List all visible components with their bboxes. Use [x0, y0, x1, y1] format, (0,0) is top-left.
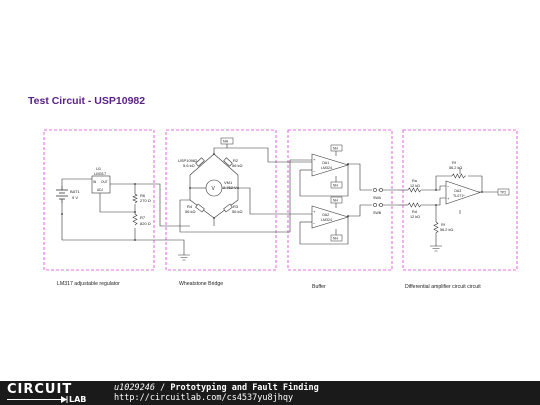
r2-name: R2: [233, 158, 239, 163]
oa2-vcc-tag: [330, 196, 343, 204]
oa1-vee-tag: [330, 181, 343, 189]
oa2-name: OA2: [322, 213, 329, 217]
oa3-part: TL071*: [453, 194, 465, 198]
rg-value: 56.2 kΩ: [440, 228, 453, 232]
r2-resistor: [223, 157, 233, 167]
oa2-minus: −: [313, 221, 316, 226]
oa2-vcc-label: NH: [333, 199, 338, 203]
output-tag: [497, 188, 510, 196]
vm1-glyph: V: [212, 186, 216, 192]
vm1-symbol: [205, 179, 223, 197]
vm1-name: VM1: [224, 180, 233, 185]
ra-value: 12 kΩ: [410, 184, 420, 188]
oa1-part: LM324: [321, 166, 332, 170]
u1-pin-in: IN: [93, 180, 97, 184]
usp-value: 5.6 kΩ: [183, 163, 195, 168]
block-diffamp-box: [402, 129, 518, 271]
r3-value: 56 kΩ: [232, 209, 243, 214]
oa1-name: OA1: [322, 161, 329, 165]
r7-value: 820 Ω: [140, 221, 151, 226]
oa2-body: [311, 205, 350, 229]
swb-contact-b: [379, 203, 383, 207]
block-regulator-box: [43, 129, 155, 271]
ra-symbol: [407, 187, 424, 193]
rf-symbol: [451, 173, 466, 179]
rd-value: 12 kΩ: [410, 215, 420, 219]
nh-tag-label: NH: [223, 140, 229, 144]
oa2-vee-label: NH: [333, 237, 338, 241]
block-bridge-box: [165, 129, 277, 271]
page-title: Test Circuit - USP10982: [28, 95, 146, 107]
r6-value: 270 Ω: [140, 198, 151, 203]
r2-value: 56 kΩ: [232, 163, 243, 168]
rd-symbol: [407, 202, 424, 208]
oa1-plus: +: [313, 157, 316, 162]
oa1-minus: −: [313, 169, 316, 174]
circuitlab-logo[interactable]: CIRCUIT LAB: [3, 382, 107, 404]
caption-bridge: Wheatstone Bridge: [179, 281, 223, 287]
rg-name: Rf: [441, 223, 446, 227]
footer-bar: CIRCUIT LAB u1029246 / Prototyping and F…: [0, 381, 540, 405]
usp-name: USP10982: [178, 158, 198, 163]
logo-wordmark: CIRCUIT: [7, 382, 73, 397]
schematic-canvas: LM317 adjustable regulator Wheatstone Br…: [43, 129, 518, 290]
rf-name: Rf: [452, 161, 457, 165]
swa-contact-a: [373, 188, 377, 192]
rf-value: 56.2 kΩ: [449, 166, 462, 170]
r6-symbol: [132, 193, 138, 204]
swb-contact-a: [373, 203, 377, 207]
u1-part: LM317: [94, 171, 107, 176]
block-buffer-box: [287, 129, 393, 271]
oa2-plus: +: [313, 209, 316, 214]
oa2-vee-tag: [330, 234, 343, 242]
u1-name: U1: [96, 166, 102, 171]
nh-tag: [220, 137, 234, 145]
battery-symbol: [56, 186, 68, 203]
r6-name: R6: [140, 193, 146, 198]
junction-dots: [61, 153, 483, 241]
oa3-plus: +: [447, 196, 450, 201]
oa2-part: LM324: [321, 218, 332, 222]
oa1-body: [311, 153, 350, 177]
oa3-body: [445, 180, 481, 205]
oa1-vee-label: NH: [333, 184, 338, 188]
u1-pin-adj: ADJ: [97, 188, 103, 192]
footer-circuit-title[interactable]: Prototyping and Fault Finding: [170, 383, 319, 393]
footer-title-line: u1029246 / Prototyping and Fault Finding: [114, 383, 319, 393]
rg-symbol: [433, 221, 439, 236]
logo-wire-icon: [7, 396, 68, 403]
u1-body: [91, 175, 111, 194]
u1-pin-out: OUT: [101, 180, 108, 184]
caption-buffer: Buffer: [312, 284, 326, 290]
oa3-minus: −: [447, 184, 450, 189]
r4-value: 56 kΩ: [185, 209, 196, 214]
oa1-vcc-tag: [330, 144, 343, 152]
oa3-name: OA3: [454, 189, 461, 193]
vm1-value: 2.762 V: [223, 185, 237, 190]
wires: [61, 144, 498, 261]
caption-regulator: LM317 adjustable regulator: [57, 281, 120, 287]
r3-name: R3: [233, 204, 239, 209]
oa1-vcc-label: NH: [333, 147, 338, 151]
output-tag-label: TP2: [500, 191, 506, 195]
r7-symbol: [132, 213, 138, 226]
r7-name: R7: [140, 215, 146, 220]
caption-diffamp: Differential amplifier circuit circuit: [405, 284, 481, 290]
swb-name: SWB: [373, 211, 382, 215]
bat1-name: BAT1: [70, 189, 80, 194]
swa-contact-b: [379, 188, 383, 192]
footer-separator: /: [154, 383, 171, 393]
rd-name: Rd: [412, 210, 417, 214]
bat1-value: 9 V: [72, 195, 78, 200]
footer-url[interactable]: http://circuitlab.com/cs4537yu8jhqy: [114, 393, 294, 403]
ra-name: Ra: [412, 179, 418, 183]
usp-resistor: [195, 157, 205, 167]
r4-name: R4: [187, 204, 193, 209]
r4-resistor: [195, 203, 205, 213]
logo-lab-text: LAB: [69, 395, 87, 404]
footer-user[interactable]: u1029246: [114, 383, 155, 393]
swa-name: SWA: [373, 196, 382, 200]
r3-resistor: [223, 203, 233, 213]
